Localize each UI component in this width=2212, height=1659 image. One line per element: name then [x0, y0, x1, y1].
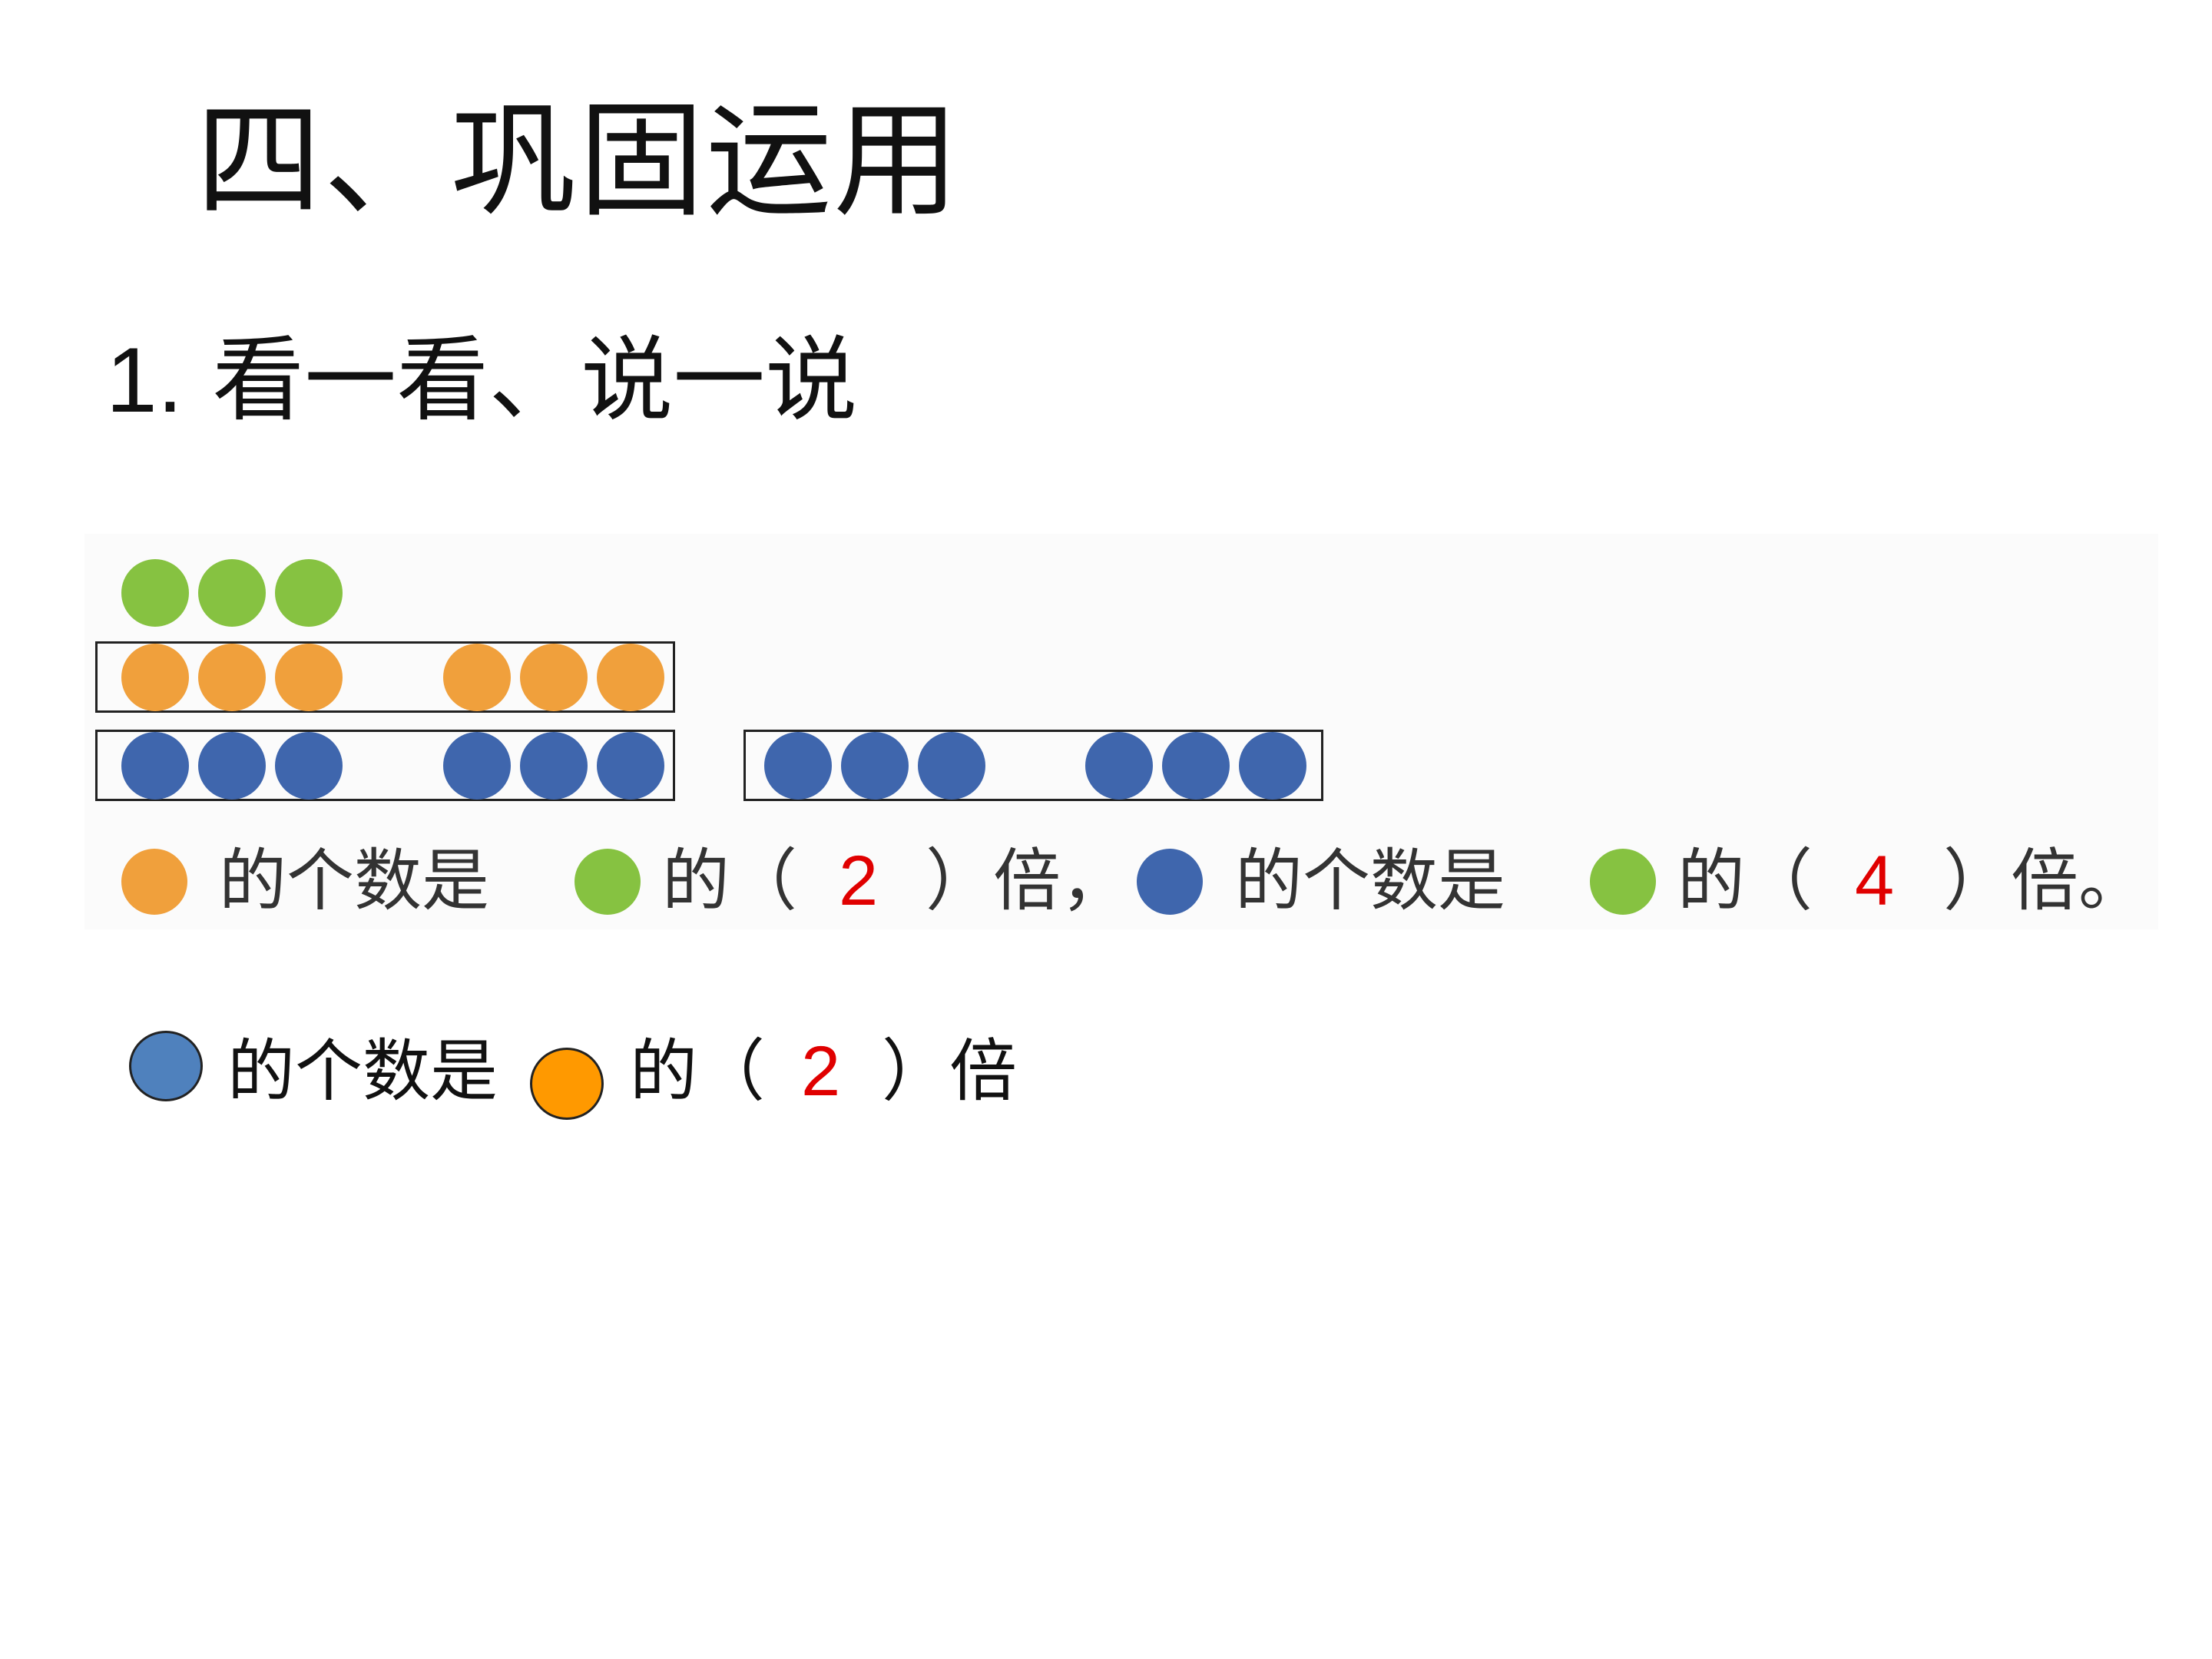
blue-dot [1085, 732, 1153, 800]
blue-dot [1162, 732, 1230, 800]
section-heading: 1. 看一看、说一说 [106, 323, 857, 439]
orange-dot [520, 644, 588, 711]
blue-group-box [95, 730, 675, 801]
sentence-text: ）倍， [926, 841, 1129, 920]
orange-dot [121, 644, 189, 711]
sentence-text: 的（ [630, 1031, 766, 1111]
blue-dot [275, 732, 343, 800]
answer-value: 2 [839, 842, 879, 920]
blue-dot-symbol [1137, 849, 1203, 915]
section-heading-text: 看一看、说一说 [212, 327, 858, 434]
blue-dot [520, 732, 588, 800]
green-dot-symbol [1590, 849, 1656, 915]
blue-dot [841, 732, 909, 800]
sentence-text: ）倍 [882, 1031, 1018, 1111]
green-dot [121, 559, 189, 627]
sentence-text: 的（ [1677, 841, 1813, 920]
green-dot [275, 559, 343, 627]
section-number: 1. [106, 329, 184, 432]
blue-dot [597, 732, 664, 800]
answer-value: 4 [1855, 842, 1895, 920]
blue-dot [1239, 732, 1306, 800]
blue-dot [121, 732, 189, 800]
blue-group-box [743, 730, 1323, 801]
blue-dot [443, 732, 511, 800]
orange-dot [443, 644, 511, 711]
orange-group-box [95, 641, 675, 713]
question-sentence-2: 的个数是 的（ 2 ）倍 [129, 1022, 1051, 1137]
blue-dot [198, 732, 266, 800]
sentence-text: ）倍。 [1943, 841, 2147, 920]
answer-value: 2 [801, 1032, 841, 1111]
orange-dot [198, 644, 266, 711]
green-dot-symbol [575, 849, 641, 915]
sentence-text: 的个数是 [227, 1031, 498, 1111]
green-dot [198, 559, 266, 627]
sentence-text: 的个数是 [1235, 841, 1506, 920]
blue-dot [918, 732, 985, 800]
orange-dot-symbol [121, 849, 187, 915]
sentence-text: 的（ [662, 841, 798, 920]
orange-circle-symbol [530, 1048, 604, 1120]
orange-dot [275, 644, 343, 711]
slide-title: 四、巩固运用 [196, 88, 962, 234]
orange-dot [597, 644, 664, 711]
sentence-text: 的个数是 [219, 841, 490, 920]
blue-dot [764, 732, 832, 800]
blue-circle-symbol [129, 1031, 203, 1101]
